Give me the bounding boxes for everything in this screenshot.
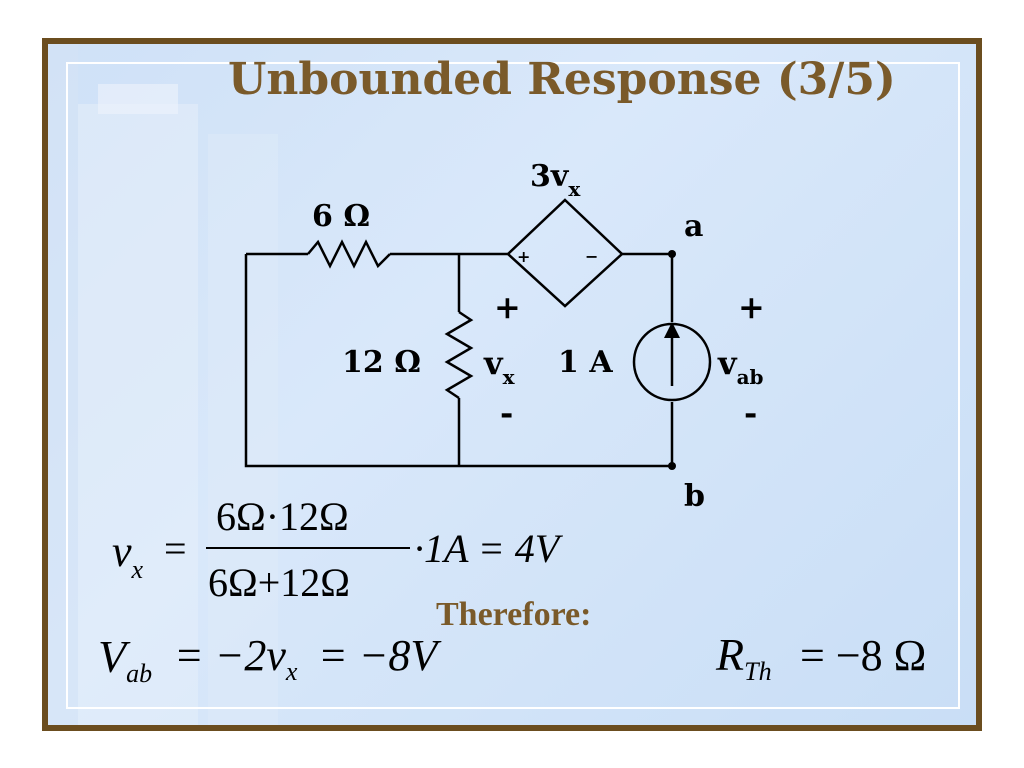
slide-background xyxy=(48,44,976,725)
eq2-rhs: = −8V xyxy=(318,631,442,680)
vab-minus: - xyxy=(744,394,757,432)
eq2-mid: = −2vx xyxy=(174,631,298,686)
resistor-6-label: 6 Ω xyxy=(312,199,370,234)
eq1-equals: = xyxy=(164,526,187,571)
dep-minus: − xyxy=(585,247,598,266)
vab-plus: + xyxy=(738,288,765,326)
page-title: Unbounded Response (3/5) xyxy=(228,54,896,105)
eq1-rhs: ·1A = 4V xyxy=(414,526,564,571)
resistor-12-label: 12 Ω xyxy=(342,345,421,380)
current-source-label: 1 A xyxy=(558,345,613,380)
rth-rhs: = −8 Ω xyxy=(800,631,926,680)
eq1-lhs: vx xyxy=(112,527,144,584)
eq1-numerator: 6Ω·12Ω xyxy=(216,494,349,539)
eq2-lhs: Vab xyxy=(98,631,152,688)
dependent-source-diamond xyxy=(506,198,624,308)
resistor-6-zigzag xyxy=(307,239,391,269)
node-b-label: b xyxy=(684,479,705,514)
wire-left xyxy=(244,254,672,468)
column-watermark xyxy=(48,44,278,725)
resistor-12-zigzag xyxy=(444,310,474,400)
node-a-label: a xyxy=(684,209,703,244)
vab-label: vab xyxy=(717,344,764,389)
inner-border xyxy=(66,62,960,709)
wire-dep-right xyxy=(622,252,674,322)
dep-source-label: 3vx xyxy=(530,159,581,201)
dep-plus: + xyxy=(517,247,530,266)
eq1-denominator: 6Ω+12Ω xyxy=(208,560,350,605)
vx-plus: + xyxy=(494,288,521,326)
current-arrow-head xyxy=(664,322,680,338)
node-b-dot xyxy=(668,462,676,470)
therefore-label: Therefore: xyxy=(436,596,592,633)
rth-lhs: RTh xyxy=(715,629,772,686)
vx-label: vx xyxy=(483,344,516,389)
slide-frame xyxy=(42,38,982,731)
node-a-dot xyxy=(668,250,676,258)
vx-minus: - xyxy=(500,394,513,432)
